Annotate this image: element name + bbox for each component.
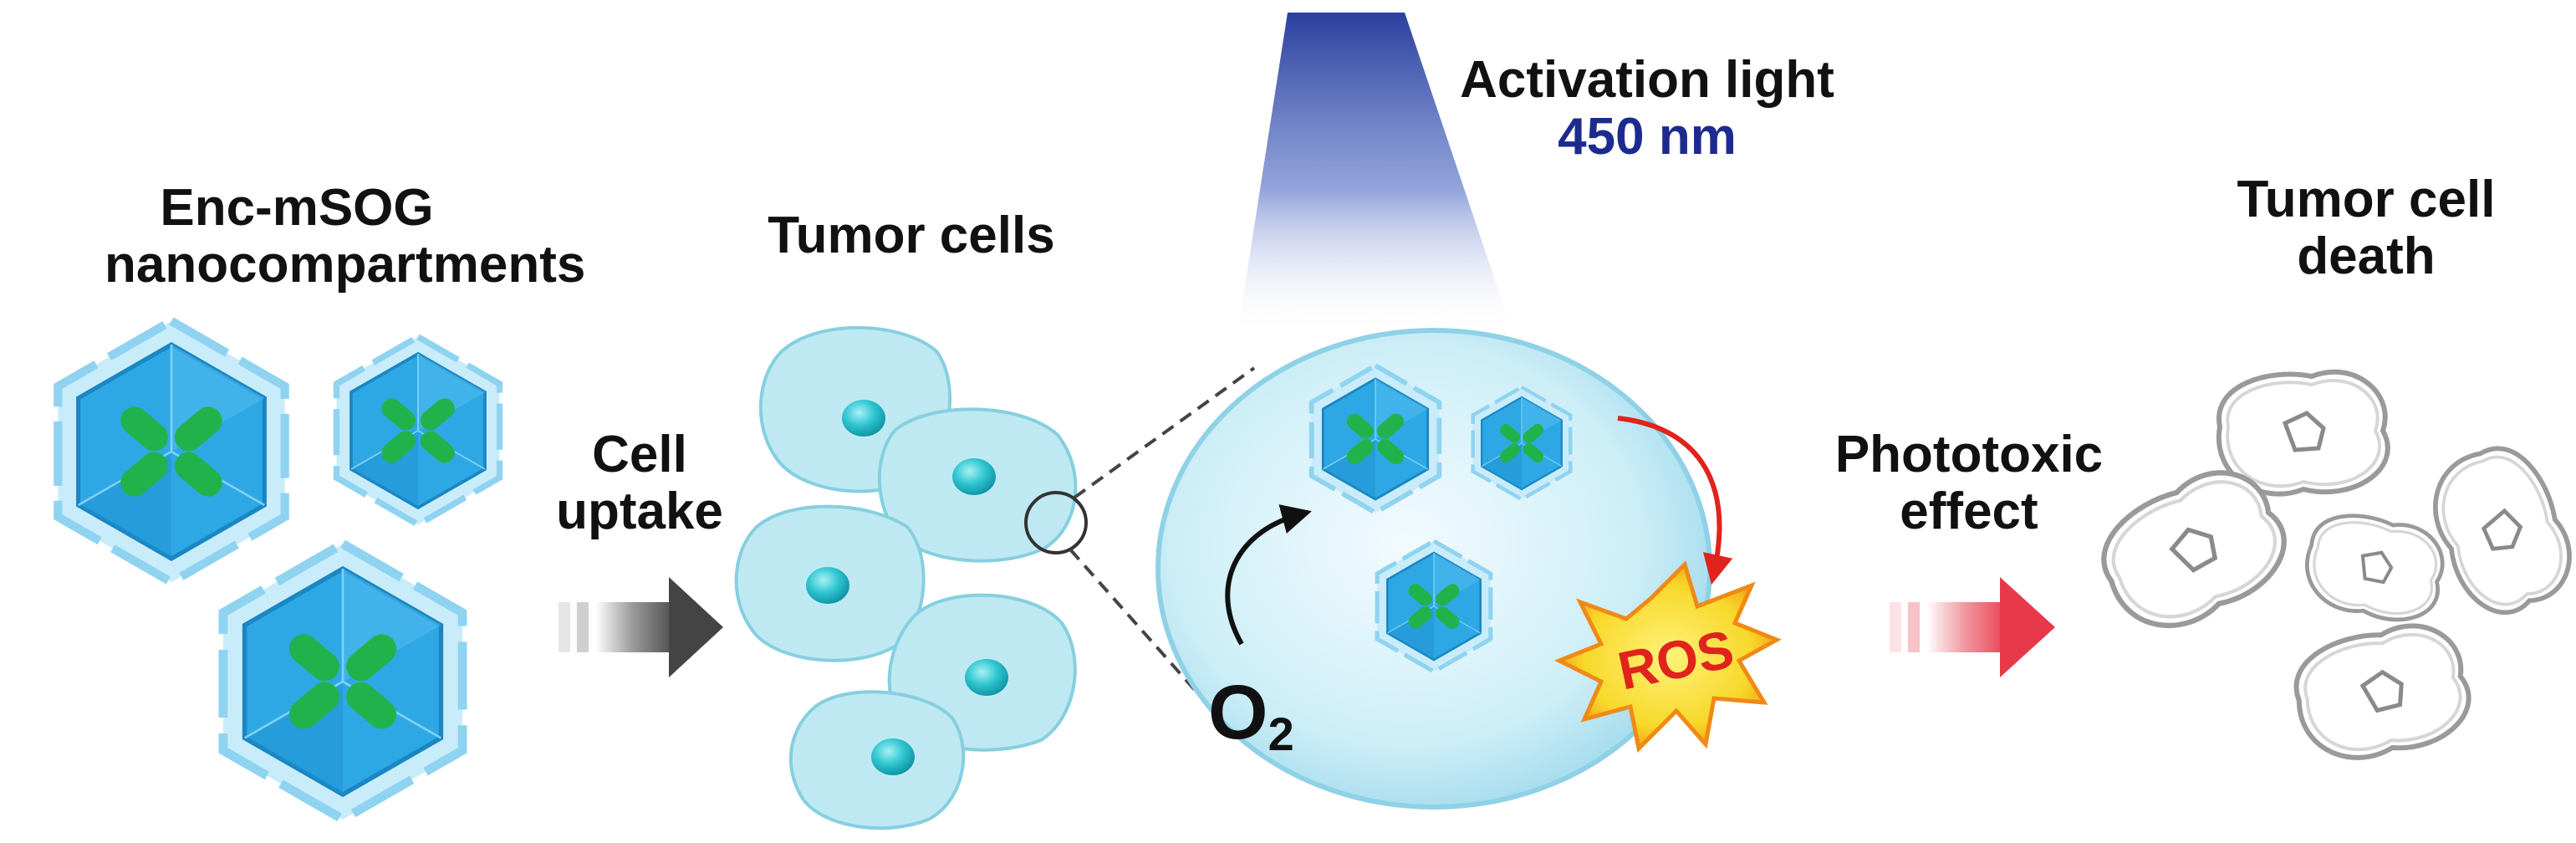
- zoom-line-bottom: [1069, 548, 1222, 721]
- ros-reaction-arrow-icon: [1617, 416, 1733, 585]
- o2-subscript: 2: [1268, 708, 1294, 760]
- o2-reaction-arrow-icon: [1225, 504, 1312, 646]
- nucleus: [952, 458, 996, 495]
- wavelength-label: 450 nm: [1558, 108, 1737, 166]
- o2-symbol: O: [1208, 670, 1268, 755]
- dead-cells-group: [2086, 372, 2576, 767]
- zoom-circle: [1024, 491, 1088, 554]
- activation-light-label-line1: Activation light: [1460, 51, 1834, 109]
- phototoxic-arrow-icon: [1890, 577, 2055, 677]
- nanocompartment-small: [336, 337, 499, 524]
- enc-msog-label-line1: Enc-mSOG: [160, 179, 434, 237]
- nanocompartment-bottom: [223, 544, 462, 819]
- activation-light-label: Activation light 450 nm: [1413, 51, 1881, 166]
- phototoxic-effect-label: Phototoxic effect: [1819, 426, 2119, 541]
- phototoxic-effect-label-line2: effect: [1900, 483, 2038, 541]
- cell-uptake-label: Cell uptake: [527, 426, 752, 541]
- nucleus: [965, 659, 1008, 696]
- enc-msog-label: Enc-mSOG nanocompartments: [105, 179, 586, 294]
- dead-cell: [2420, 435, 2576, 626]
- nanocompartment-large: [58, 321, 284, 582]
- tumor-cell-death-label-line1: Tumor cell: [2237, 171, 2496, 228]
- cell-uptake-label-line1: Cell: [592, 426, 687, 483]
- nanocompartment-group: [58, 321, 499, 820]
- tumor-cell-death-label-line2: death: [2297, 227, 2436, 286]
- enc-msog-label-line2: nanocompartments: [105, 236, 586, 294]
- tumor-cells-label: Tumor cells: [736, 207, 1087, 264]
- nucleus: [842, 400, 885, 437]
- tumor-cell-death-label: Tumor cell death: [2216, 171, 2517, 285]
- o2-label: O2: [1208, 669, 1294, 761]
- tumor-cells-label-text: Tumor cells: [768, 207, 1055, 264]
- dead-cell: [2297, 503, 2452, 632]
- dead-cell: [2288, 617, 2476, 767]
- cell-uptake-label-line2: uptake: [556, 483, 723, 541]
- light-beam: [1237, 13, 1513, 335]
- nucleus: [871, 738, 915, 775]
- tumor-cells-cluster: [734, 325, 1088, 830]
- phototoxic-effect-label-line1: Phototoxic: [1834, 426, 2104, 483]
- ros-burst-icon: [1553, 560, 1782, 754]
- uptake-arrow-icon: [559, 577, 723, 677]
- nucleus: [806, 567, 849, 604]
- zoom-line-top: [1073, 366, 1256, 499]
